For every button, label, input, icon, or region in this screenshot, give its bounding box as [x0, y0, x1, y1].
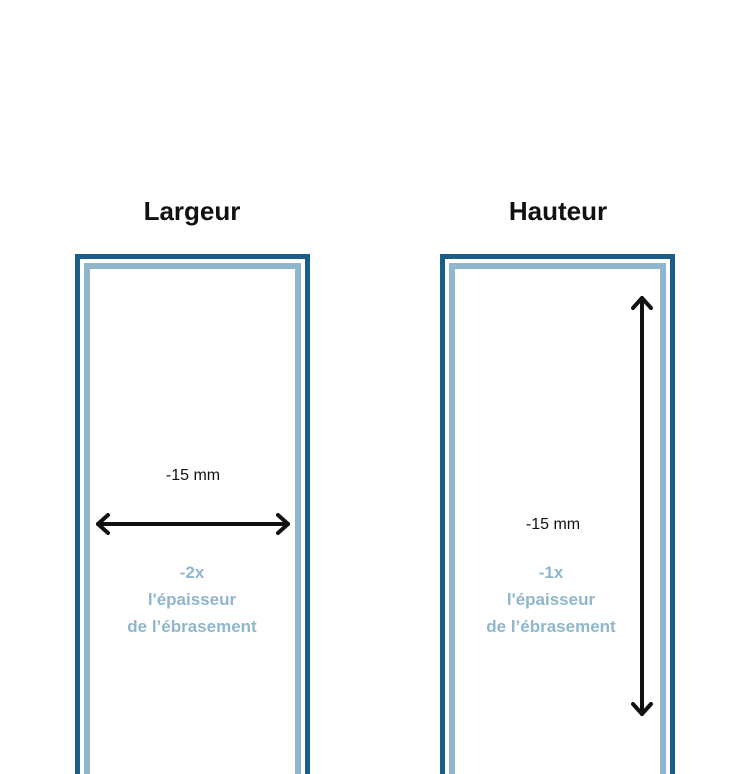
door-frame-hauteur — [440, 254, 675, 774]
description-hauteur: -1x l'épaisseur de l’ébrasement — [441, 559, 661, 640]
door-frame-largeur — [75, 254, 310, 774]
factor-hauteur: -1x — [538, 563, 564, 582]
description-largeur: -2x l'épaisseur de l’ébrasement — [82, 559, 302, 640]
factor-largeur: -2x — [179, 563, 205, 582]
title-largeur: Largeur — [143, 196, 241, 226]
measure-label-hauteur: -15 mm — [525, 516, 581, 533]
vertical-double-arrow-icon — [631, 296, 653, 716]
desc-line2-largeur: de l’ébrasement — [127, 617, 257, 636]
desc-line2-hauteur: de l’ébrasement — [486, 617, 616, 636]
title-hauteur: Hauteur — [508, 196, 608, 226]
desc-line1-hauteur: l'épaisseur — [506, 590, 596, 609]
inner-frame-largeur — [84, 263, 301, 774]
horizontal-double-arrow-icon — [96, 513, 290, 535]
desc-line1-largeur: l'épaisseur — [147, 590, 237, 609]
measure-label-largeur: -15 mm — [165, 467, 221, 484]
inner-frame-hauteur — [449, 263, 666, 774]
